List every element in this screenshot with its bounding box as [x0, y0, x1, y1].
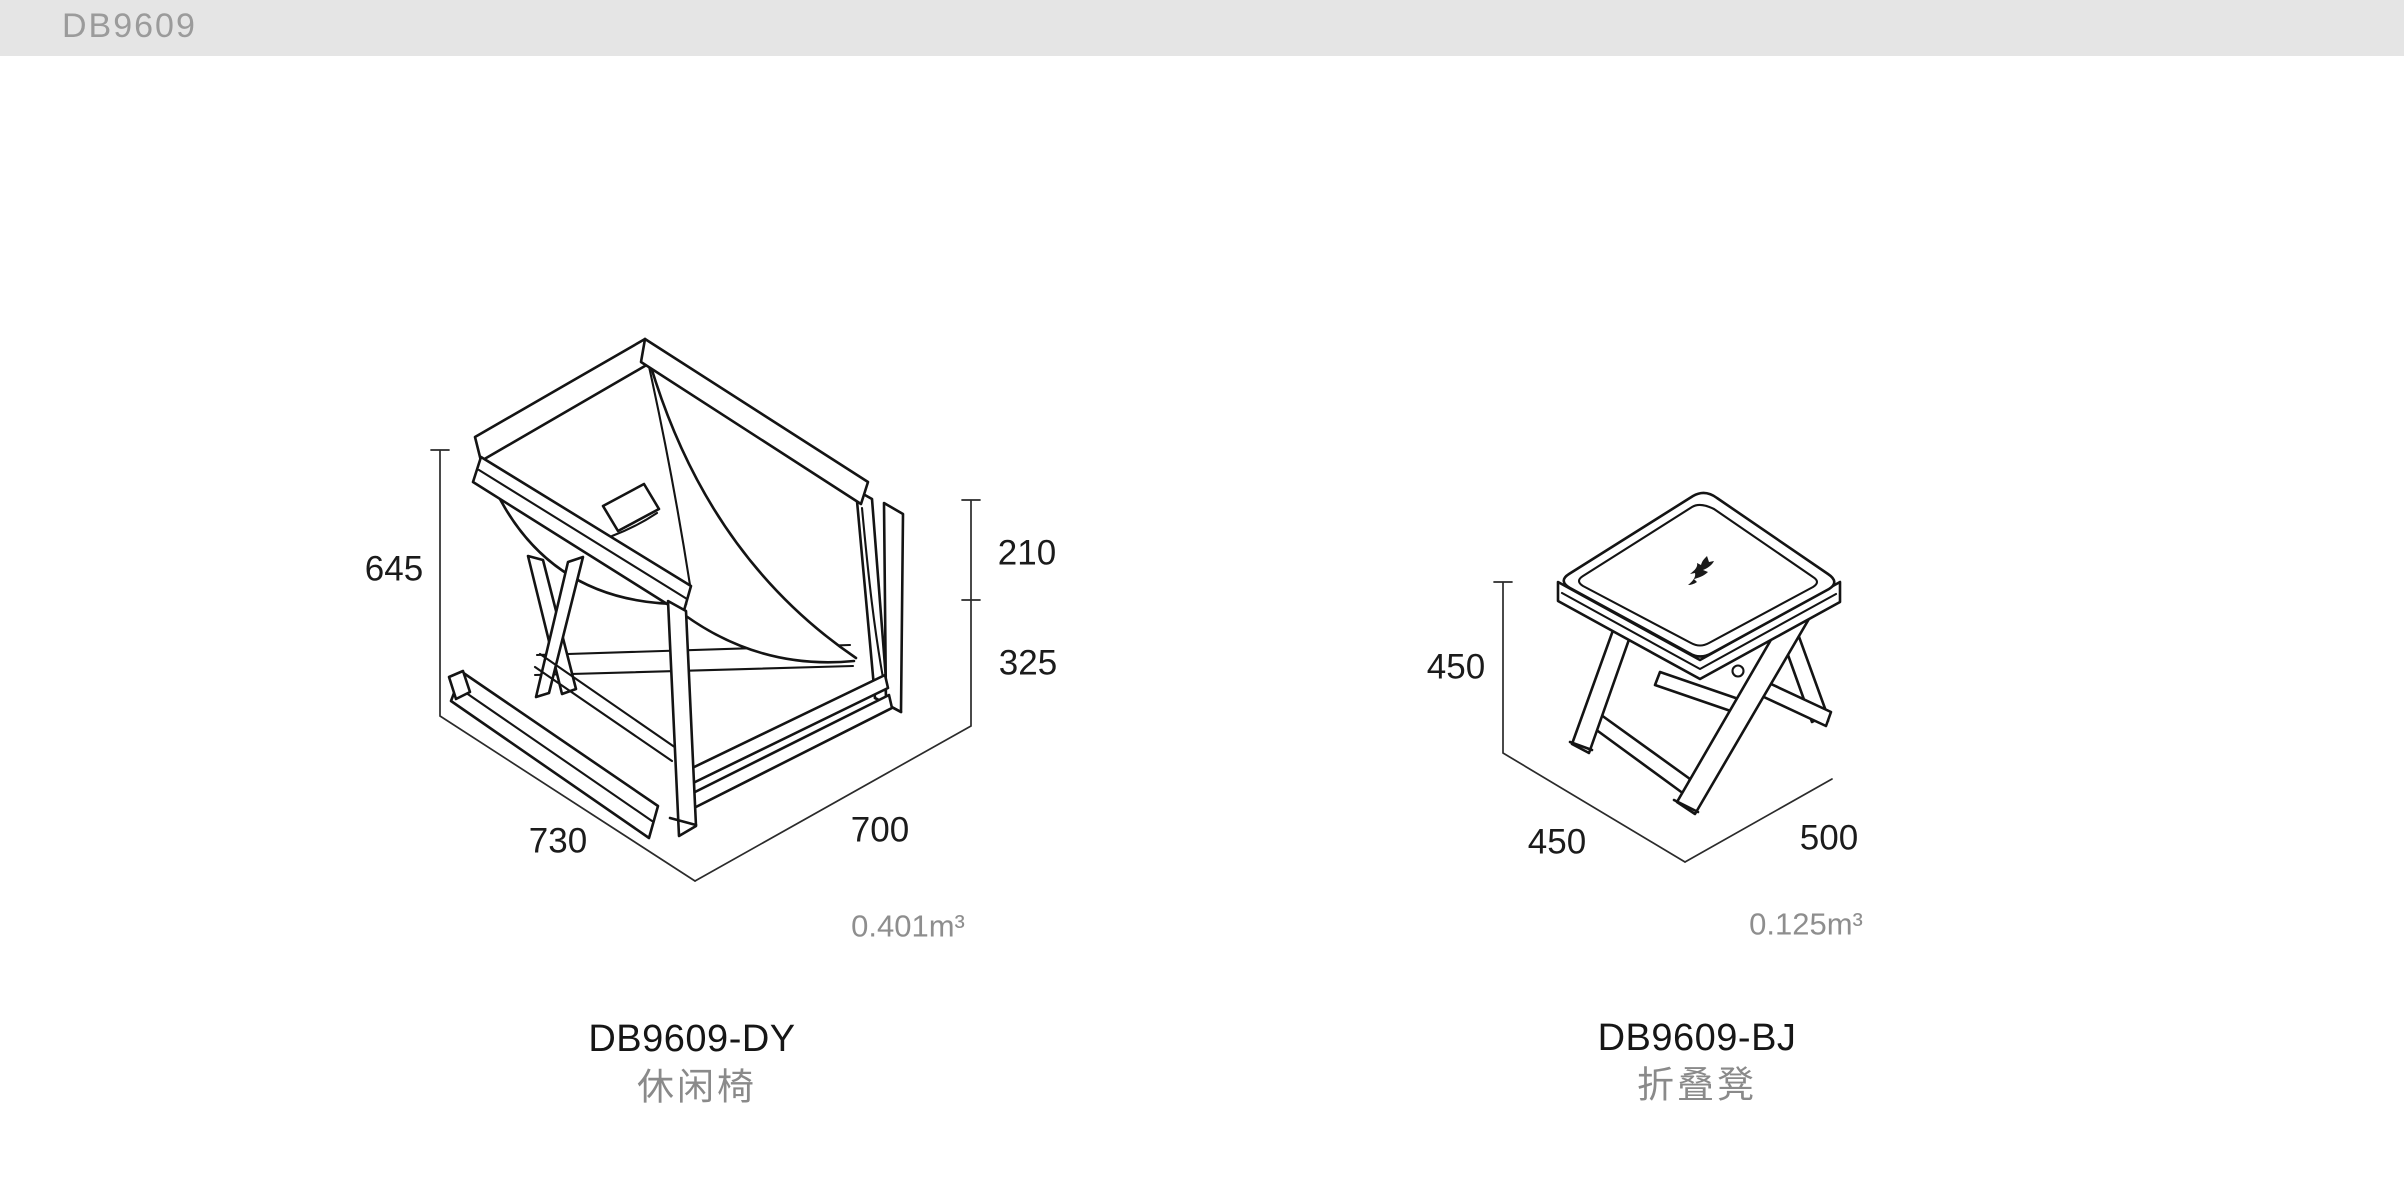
header-bar: DB9609 [0, 0, 2404, 56]
stool-model-label: DB9609-BJ [1597, 1017, 1797, 1059]
chair-model-label: DB9609-DY [588, 1018, 796, 1060]
stool-line-drawing [1493, 491, 1842, 863]
chair-width-dim-label: 700 [850, 810, 910, 850]
page-product-code: DB9609 [62, 6, 197, 45]
chair-seat-height-dim-label: 325 [998, 643, 1058, 683]
stool-width-dim-label: 500 [1799, 818, 1859, 858]
chair-name-label: 休闲椅 [637, 1066, 757, 1108]
chair-arm-drop-dim-label: 210 [997, 533, 1057, 573]
chair-depth-dim-label: 730 [528, 821, 588, 861]
brand-logo-mark [1688, 556, 1714, 585]
chair-volume-label: 0.401m³ [851, 908, 965, 944]
chair-line-drawing [430, 337, 981, 882]
stool-volume-label: 0.125m³ [1749, 906, 1863, 942]
stool-name-label: 折叠凳 [1637, 1064, 1757, 1106]
stool-depth-dim-label: 450 [1527, 822, 1587, 862]
stool-height-dim-label: 450 [1426, 647, 1486, 687]
chair-height-dim-label: 645 [364, 549, 424, 589]
